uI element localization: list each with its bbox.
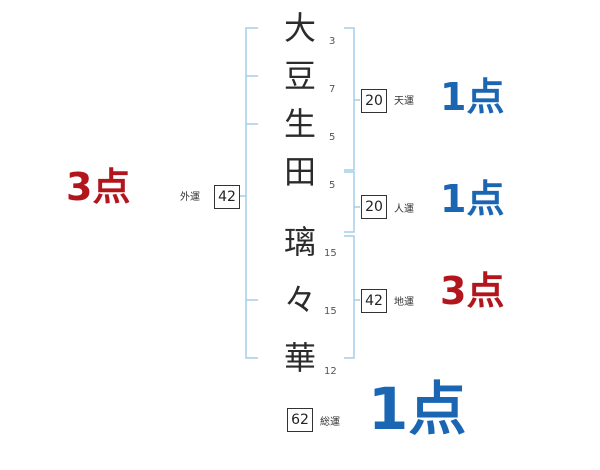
ten-score: 1点: [440, 75, 505, 119]
chi-score: 3点: [440, 269, 505, 313]
stroke-count-6: 15: [324, 306, 337, 317]
stroke-count-3: 5: [329, 132, 336, 143]
gai-score: 3点: [66, 165, 131, 209]
ten-label: 天運: [394, 96, 414, 107]
ten-bracket: [344, 27, 355, 171]
name-char-2: 豆: [283, 57, 316, 95]
gai-value-box: 42: [214, 185, 240, 209]
sou-value-box: 62: [287, 408, 313, 432]
name-char-5: 璃: [283, 223, 316, 261]
stroke-count-4: 5: [329, 180, 336, 191]
stroke-count-1: 3: [329, 36, 336, 47]
gai-label: 外運: [180, 192, 200, 203]
sou-score: 1点: [368, 375, 467, 443]
stroke-count-7: 12: [324, 366, 337, 377]
chi-bracket: [344, 235, 355, 359]
jin-bracket: [344, 171, 355, 233]
jin-label: 人運: [394, 204, 414, 215]
stroke-count-2: 7: [329, 84, 336, 95]
chi-label: 地運: [394, 297, 414, 308]
outer-bracket-left: [245, 27, 258, 359]
stroke-count-5: 15: [324, 248, 337, 259]
jin-score: 1点: [440, 177, 505, 221]
chi-value-box: 42: [361, 289, 387, 313]
ten-value-box: 20: [361, 89, 387, 113]
name-char-6: 々: [283, 281, 316, 319]
name-char-7: 華: [283, 339, 316, 377]
name-char-1: 大: [283, 9, 316, 47]
sou-label: 総運: [320, 417, 340, 428]
jin-value-box: 20: [361, 195, 387, 219]
name-char-3: 生: [283, 105, 316, 143]
name-char-4: 田: [283, 153, 316, 191]
